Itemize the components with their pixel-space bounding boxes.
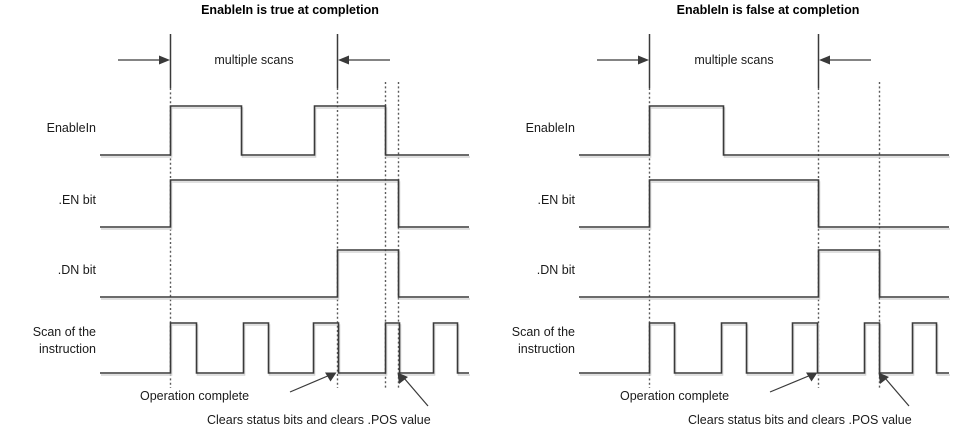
panel-left-wave-en	[100, 179, 469, 228]
panel-right-wave-scan-shadow	[580, 324, 950, 376]
panel-left-anno-operation-arrowhead	[325, 372, 337, 382]
panel-right-anno-operation-arrowhead	[806, 372, 818, 382]
panel-right-label-dn-bit: .DN bit	[537, 263, 576, 277]
panel-right-wave-enablein-shadow	[580, 107, 950, 158]
panel-left-anno-operation-leader	[289, 374, 331, 393]
panel-right-anno-clears-arrowhead	[878, 372, 889, 384]
panel-left-label-en-bit: .EN bit	[58, 193, 96, 207]
panel-right-wave-dn	[579, 249, 949, 298]
panel-left: EnableIn is true at completion multiple …	[33, 3, 470, 427]
panel-right-span-arrow-right-head	[819, 55, 830, 65]
panel-right-label-enablein: EnableIn	[526, 121, 575, 135]
panel-right-wave-en-shadow	[580, 181, 950, 230]
panel-left-label-scan-line1: Scan of the	[33, 325, 96, 339]
panel-right-anno-clears-leader	[884, 377, 910, 407]
panel-right-anno-operation-leader	[769, 374, 812, 393]
panel-left-title: EnableIn is true at completion	[201, 3, 379, 17]
panel-right-wave-enablein	[579, 105, 949, 156]
panel-left-wave-enablein-shadow	[101, 107, 470, 158]
panel-right-span-arrow-left-head	[638, 55, 649, 65]
panel-left-anno-clears-arrowhead	[397, 372, 408, 384]
panel-right-span-label: multiple scans	[694, 53, 773, 67]
panel-left-anno-clears-leader	[403, 377, 429, 407]
panel-left-span-arrow-right-head	[338, 55, 349, 65]
panel-right: EnableIn is false at completion multiple…	[512, 3, 950, 427]
panel-left-anno-clears-status: Clears status bits and clears .POS value	[207, 413, 431, 427]
panel-left-wave-en-shadow	[101, 181, 470, 230]
panel-right-label-en-bit: .EN bit	[537, 193, 575, 207]
panel-left-label-scan-line2: instruction	[39, 342, 96, 356]
panel-left-wave-dn-shadow	[101, 251, 470, 300]
panel-left-wave-dn	[100, 249, 469, 298]
panel-left-anno-operation-complete: Operation complete	[140, 389, 249, 403]
panel-left-label-dn-bit: .DN bit	[58, 263, 97, 277]
panel-left-wave-scan-shadow	[101, 324, 470, 376]
panel-right-wave-scan	[579, 322, 949, 374]
panel-right-label-scan-line2: instruction	[518, 342, 575, 356]
panel-left-span-label: multiple scans	[214, 53, 293, 67]
panel-right-anno-operation-complete: Operation complete	[620, 389, 729, 403]
panel-right-anno-clears-status: Clears status bits and clears .POS value	[688, 413, 912, 427]
panel-right-wave-en	[579, 179, 949, 228]
panel-left-wave-enablein	[100, 105, 469, 156]
panel-left-span-arrow-left-head	[159, 55, 170, 65]
panel-left-label-enablein: EnableIn	[47, 121, 96, 135]
panel-right-wave-dn-shadow	[580, 251, 950, 300]
panel-right-label-scan-line1: Scan of the	[512, 325, 575, 339]
panel-left-wave-scan	[100, 322, 469, 374]
panel-right-title: EnableIn is false at completion	[677, 3, 860, 17]
